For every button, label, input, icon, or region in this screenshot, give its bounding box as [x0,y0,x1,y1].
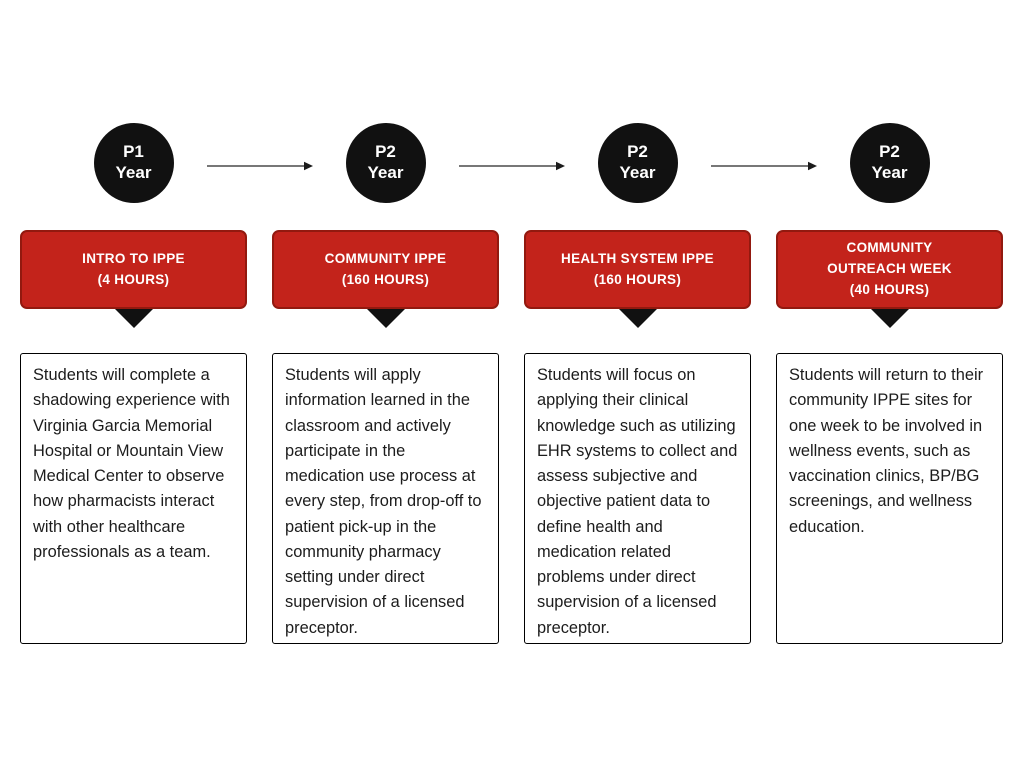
year-badge: P2 Year [597,123,678,203]
year-badge-line1: P1 [123,142,144,162]
year-badge-line2: Year [871,163,908,182]
year-badge: P1 Year [93,123,174,203]
timeline-columns: P1 Year INTRO TO IPPE (4 HOURS) Students… [20,123,1003,644]
stage-banner-hours: (4 HOURS) [97,271,170,287]
description-box: Students will complete a shadowing exper… [20,353,247,644]
stage-banner-hours: (40 HOURS) [849,281,930,297]
year-badge-line1: P2 [375,142,396,162]
year-badge-line2: Year [619,163,656,182]
stage-banner: COMMUNITY OUTREACH WEEK (40 HOURS) [776,230,1003,309]
stage-banner-title: HEALTH SYSTEM IPPE [561,250,714,266]
stage-banner: INTRO TO IPPE (4 HOURS) [20,230,247,309]
stage-banner-title: COMMUNITY IPPE [324,250,447,266]
year-badge-line2: Year [367,163,404,182]
description-text: Students will focus on applying their cl… [537,366,738,637]
description-text: Students will apply information learned … [285,366,482,637]
stage-banner-hours: (160 HOURS) [341,271,430,287]
year-badge-line1: P2 [879,142,900,162]
arrow-right-icon [207,161,313,171]
arrow-right-icon [711,161,817,171]
stage-banner-title: COMMUNITY OUTREACH WEEK [827,240,952,277]
arrow-right-icon [459,161,565,171]
down-triangle-icon [870,309,909,328]
timeline-column-health-system-ippe: P2 Year HEALTH SYSTEM IPPE (160 HOURS) S… [524,123,751,644]
stage-banner-hours: (160 HOURS) [593,271,682,287]
description-text: Students will complete a shadowing exper… [33,366,230,561]
stage-banner: COMMUNITY IPPE (160 HOURS) [272,230,499,309]
timeline-column-community-outreach-week: P2 Year COMMUNITY OUTREACH WEEK (40 HOUR… [776,123,1003,644]
year-badge: P2 Year [345,123,426,203]
stage-banner: HEALTH SYSTEM IPPE (160 HOURS) [524,230,751,309]
year-badge-line1: P2 [627,142,648,162]
timeline-column-intro-ippe: P1 Year INTRO TO IPPE (4 HOURS) Students… [20,123,247,644]
down-triangle-icon [618,309,657,328]
description-box: Students will focus on applying their cl… [524,353,751,644]
timeline-column-community-ippe: P2 Year COMMUNITY IPPE (160 HOURS) Stude… [272,123,499,644]
description-box: Students will return to their community … [776,353,1003,644]
down-triangle-icon [114,309,153,328]
description-box: Students will apply information learned … [272,353,499,644]
year-badge-line2: Year [115,163,152,182]
description-text: Students will return to their community … [789,366,984,536]
down-triangle-icon [366,309,405,328]
stage-banner-title: INTRO TO IPPE [82,250,185,266]
year-badge: P2 Year [849,123,930,203]
